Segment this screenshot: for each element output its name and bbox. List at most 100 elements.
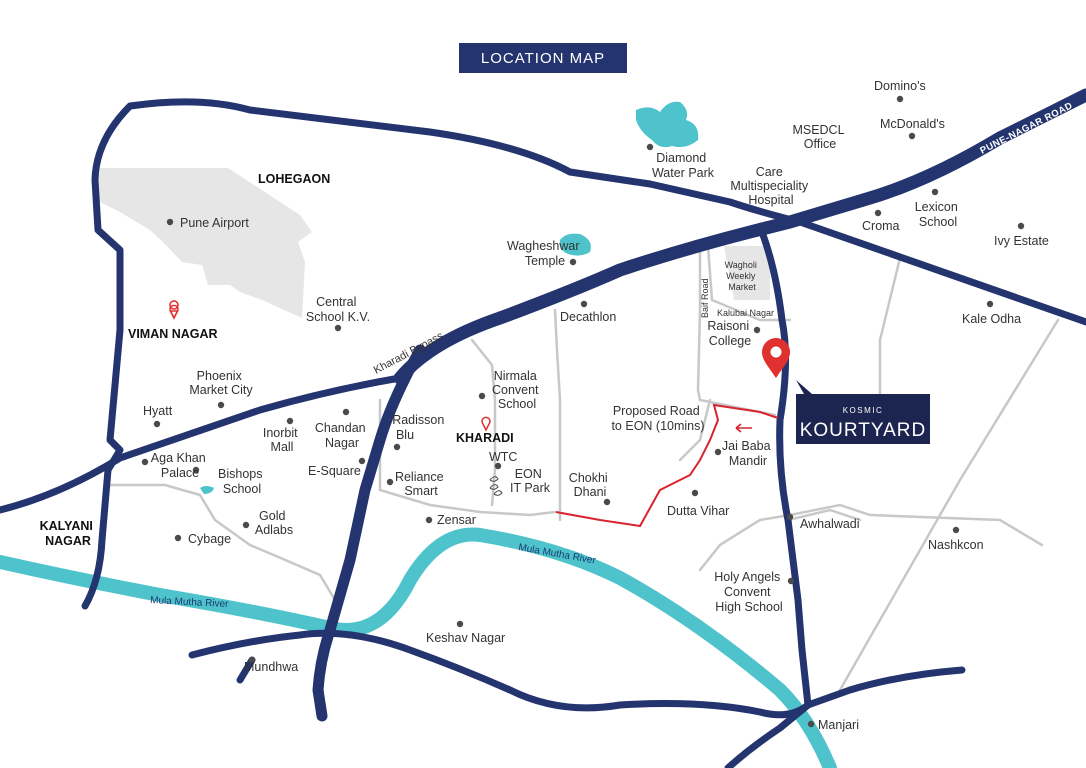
label-jai-baba: Jai Baba Mandir [722,439,774,468]
location-pin-icon [169,300,179,320]
dot-icon [141,458,149,466]
label-mcdonalds: McDonald's [880,117,945,131]
area-lohegaon: LOHEGAON [258,172,330,186]
wagheshwar-lake [559,233,591,256]
label-esquare: E-Square [308,464,361,478]
dot-icon [393,443,401,451]
label-manjari: Manjari [818,718,859,732]
wagholi-market-area [724,246,770,300]
dot-icon [192,466,200,474]
dot-icon [386,478,394,486]
airport-area [96,168,312,318]
label-eon: EON IT Park [510,467,551,495]
label-nirmala-school: Nirmala Convent School [492,369,542,411]
dot-icon [456,620,464,628]
label-kale-odha: Kale Odha [962,312,1021,326]
label-raisoni-college: Raisoni College [707,319,752,348]
label-hyatt: Hyatt [143,404,173,418]
mula-mutha-river [0,527,837,768]
label-nashkcon: Nashkcon [928,538,984,552]
dot-icon [580,300,588,308]
label-radisson: Radisson Blu [392,413,448,442]
dot-icon [874,209,882,217]
label-decathlon: Decathlon [560,310,616,324]
minor-roads [108,244,1060,692]
dot-icon [286,417,294,425]
dot-icon [248,656,256,664]
dot-icon [358,457,366,465]
label-pune-nagar-road: PUNE-NAGAR ROAD [978,100,1074,156]
dot-icon [166,218,174,226]
label-msedcl: MSEDCL Office [792,123,847,151]
proposed-road [555,403,779,528]
area-viman-nagar: VIMAN NAGAR [128,327,218,341]
map-title: LOCATION MAP [481,50,605,67]
label-wagholi-market: Wagholi Weekly Market [725,260,760,292]
brand-top: KOSMIC [843,406,884,415]
dot-icon [787,577,795,585]
dot-icon [153,420,161,428]
label-river-lower: Mula Mutha River [150,595,229,610]
dot-icon [691,489,699,497]
label-central-school: Central School K.V. [306,295,370,324]
area-kalyani-nagar: KALYANI NAGAR [40,519,97,548]
label-pune-airport: Pune Airport [180,216,249,230]
label-cybage: Cybage [188,532,231,546]
label-mundhwa: Mundhwa [244,660,298,674]
kharadi-bypass-road [312,344,426,722]
location-pin-icon [481,416,491,432]
dot-icon [334,324,342,332]
dot-icon [986,300,994,308]
map-pin-icon [762,338,790,378]
pune-nagar-road [393,88,1086,385]
label-phoenix: Phoenix Market City [189,369,253,397]
title-box [459,43,627,73]
label-holy-angels: Holy Angels Convent High School [714,570,784,614]
dot-icon [952,526,960,534]
dot-icon [1017,222,1025,230]
area-kharadi: KHARADI [456,431,514,445]
dot-icon [646,143,654,151]
proposed-road-arrow-icon [735,423,752,433]
label-lexicon-school: Lexicon School [915,200,962,229]
dot-icon [908,132,916,140]
brand-main: KOURTYARD [800,420,927,441]
label-croma: Croma [862,219,900,233]
dot-icon [714,448,722,456]
label-inorbit: Inorbit Mall [263,426,301,454]
dot-icon [242,521,250,529]
dot-icon [896,95,904,103]
poi-dots [141,95,1025,728]
label-gold-adlabs: Gold Adlabs [255,509,293,537]
label-wagheshwar-temple: Wagheshwar Temple [507,239,583,268]
dot-icon [807,720,815,728]
dot-icon [786,513,794,521]
label-keshav-nagar: Keshav Nagar [426,631,505,645]
label-awhalwadi: Awhalwadi [800,517,860,531]
label-proposed-road: Proposed Road to EON (10mins) [611,404,704,433]
label-baif-road: Baif Road [700,278,710,318]
label-reliance: Reliance Smart [395,470,447,498]
label-chokhi-dhani: Chokhi Dhani [569,471,611,499]
aga-khan-pond [200,486,214,494]
diamond-water-park-lake [636,101,699,148]
dot-icon [478,392,486,400]
label-bishops: Bishops School [218,467,266,496]
label-aga-khan: Aga Khan Palace [151,451,209,480]
dot-icon [931,188,939,196]
label-zensar: Zensar [437,513,476,527]
label-ivy-estate: Ivy Estate [994,234,1049,248]
label-dominos: Domino's [874,79,926,93]
dot-icon [569,258,577,266]
label-dutta-vihar: Dutta Vihar [667,504,729,518]
dot-icon [217,401,225,409]
dot-icon [603,498,611,506]
label-wtc: WTC [489,450,517,464]
brand-callout: KOSMIC KOURTYARD [796,380,930,444]
label-chandan-nagar: Chandan Nagar [315,421,369,450]
dot-icon [342,408,350,416]
label-care-hospital: Care Multispeciality Hospital [730,165,811,207]
dot-icon [753,326,761,334]
dot-icon [174,534,182,542]
